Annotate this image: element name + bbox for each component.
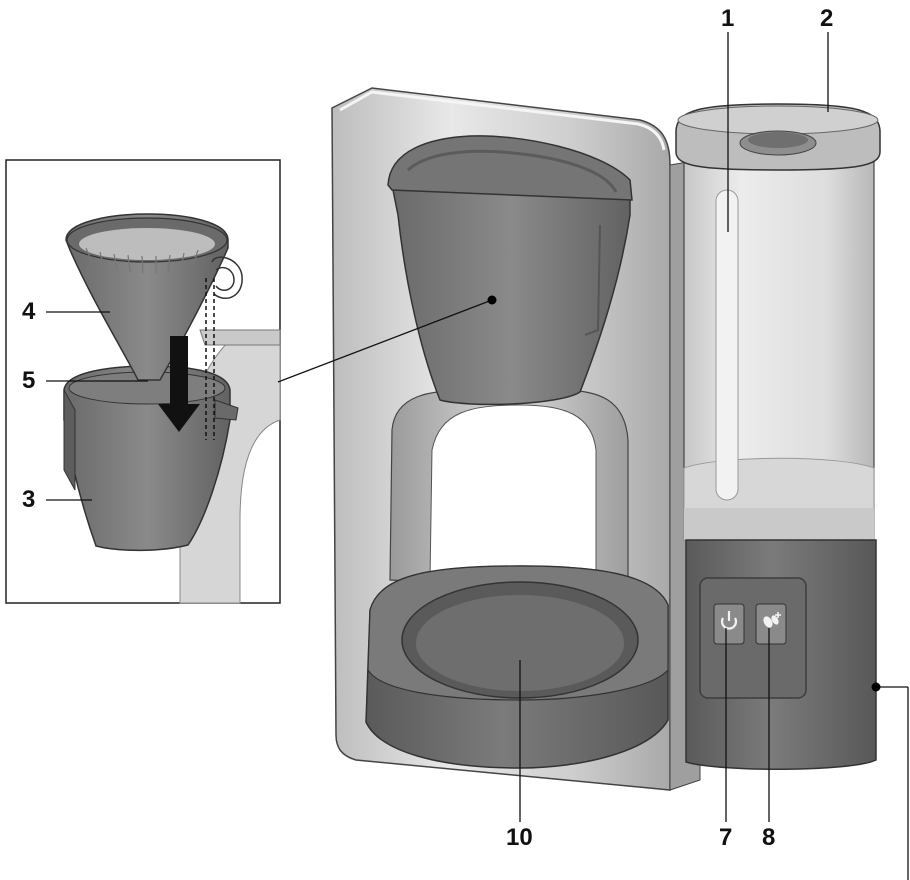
callout-4: 4	[22, 298, 36, 325]
aroma-button[interactable]	[755, 603, 787, 645]
leader-lines	[46, 32, 909, 880]
callout-8: 8	[762, 824, 776, 851]
callout-3: 3	[22, 486, 36, 513]
callout-2: 2	[820, 5, 834, 32]
insert-arrow	[158, 336, 200, 432]
power-icon	[720, 611, 738, 630]
callout-5: 5	[22, 367, 36, 394]
callout-7: 7	[719, 824, 733, 851]
callout-10: 10	[506, 824, 533, 851]
filter-holder-lid	[387, 135, 633, 201]
filter-holder-main	[391, 184, 631, 406]
coffee-maker	[331, 87, 881, 791]
callout-1: 1	[721, 5, 735, 32]
leader-dot-holder	[487, 295, 497, 305]
aroma-icon	[763, 612, 781, 628]
leader-dot-base	[871, 682, 881, 692]
water-level-tube	[715, 189, 739, 501]
power-button[interactable]	[713, 603, 745, 645]
